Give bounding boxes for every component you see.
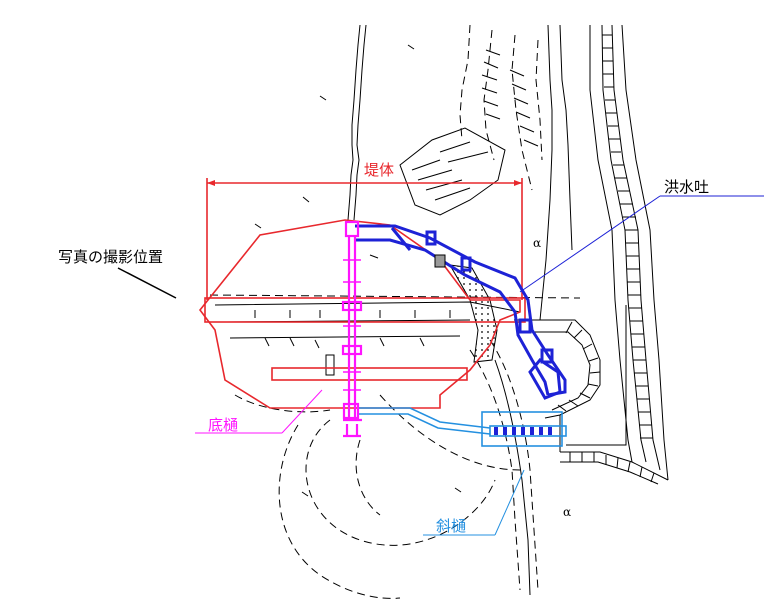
embankment-label: 堤体 [364,161,394,179]
bottom-conduit-label: 底樋 [208,416,238,434]
spillway-label: 洪水吐 [664,178,709,196]
retaining-wall [560,24,669,485]
bottom-conduit [341,220,363,438]
inclined-conduit [358,407,567,447]
terrain-mark-upper: α [533,236,541,250]
inclined-conduit-label: 斜樋 [436,517,466,535]
terrain-linework [209,24,627,599]
callout-lines [117,195,764,536]
spillway-channel [355,224,567,400]
filter-zone [449,264,498,363]
embankment-outline [198,178,526,409]
terrain-mark-lower: α [563,505,571,519]
photo-position-label: 写真の撮影位置 [58,248,163,266]
